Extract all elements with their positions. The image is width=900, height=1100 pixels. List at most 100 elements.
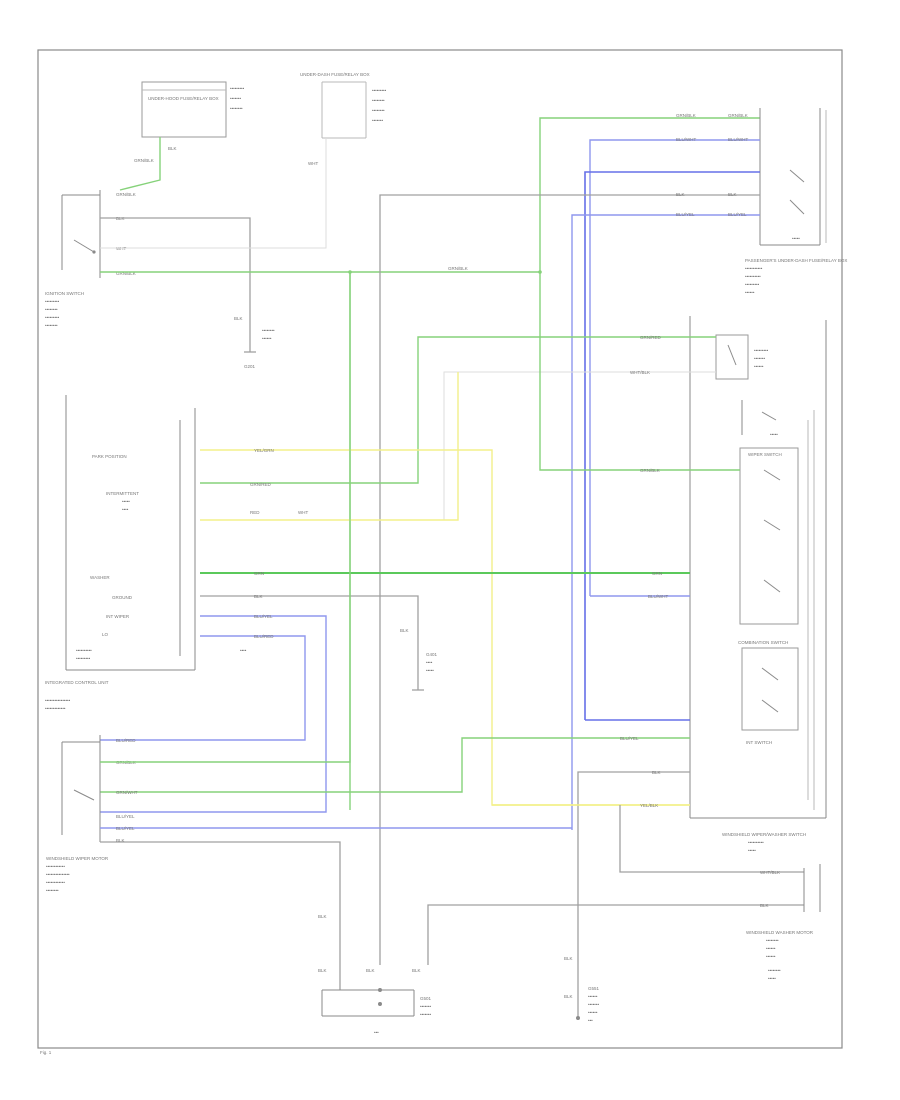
wiper-switch: WIPER SWITCH [739,447,799,625]
svg-text:•••••••••••••••: ••••••••••••••• [46,872,70,877]
cu-pin-ground: GROUND [112,595,133,600]
svg-text:••••••••••: •••••••••• [745,274,761,279]
svg-text:••••••••: •••••••• [766,938,779,943]
washer-switch: ••••• [741,400,778,437]
wire-label-grn-wht-1: GRN/WHT [116,790,138,795]
wire-grn-wht [100,737,690,793]
svg-text:•••••••••: ••••••••• [372,88,387,93]
wire-label-blk-7: BLK [760,903,769,908]
wire-blu-top [589,139,760,596]
wire-label-grn-1: GRN [254,571,264,576]
ground-g401: G401 •••• ••••• [412,652,438,691]
wire-label-blk-5: BLK [254,594,263,599]
wire-blk-ground [100,217,251,340]
wire-label-blu-yel-6: BLU/YEL [116,826,135,831]
svg-text:••••••••: •••••••• [372,108,385,113]
svg-text:••••••: •••••• [588,1010,598,1015]
svg-text:•••••: ••••• [122,499,130,504]
svg-text:•••••••••: ••••••••• [45,299,60,304]
wire-label-wht-blk-1: WHT/BLK [630,370,650,375]
wire-label-yel-blk-1: YEL/BLK [640,803,658,808]
wire-label-grn-red-2: GRN/RED [250,482,272,487]
svg-text:•••: ••• [588,1018,593,1023]
wire-label-blu-yel-1: BLU/YEL [676,212,695,217]
svg-text:••••••••: •••••••• [46,888,59,893]
svg-text:•••••: ••••• [768,976,776,981]
wire-label-blk-13: BLK [564,956,573,961]
svg-text:•••••••: ••••••• [420,1012,431,1017]
wire-blk-wht-right [577,771,690,962]
control-unit-title: INTEGRATED CONTROL UNIT [45,680,109,685]
integrated-control-unit: PARK POSITION INTERMITTENT ••••• •••• WA… [45,395,196,711]
wire-grn-fuse [119,137,161,191]
ground-g551: BLK BLK G551 •••••• ••••••• •••••• ••• [564,956,600,1023]
wire-blk-top [379,194,760,965]
wire-label-blu-wht-1: BLU/WHT [676,137,697,142]
wire-grn-red [200,336,716,484]
wire-label-blk-1: BLK [168,146,177,151]
wire-label-wht-2: WHT [308,161,318,166]
wire-label-blu-wht-3: BLU/WHT [648,594,669,599]
ground-g501-label: G501 [420,996,432,1001]
wire-label-grn-red-1: GRN/RED [640,335,662,340]
svg-text:••••••••: •••••••• [262,328,275,333]
wire-label-grn-blk-3: GRN/BLK [116,271,136,276]
svg-text:••••••••: •••••••• [768,968,781,973]
svg-text:••••••: •••••• [754,364,764,369]
svg-text:•••••••••••: ••••••••••• [745,266,763,271]
figure-id: Fig. 1 [40,1050,52,1055]
svg-text:••••••••••••: •••••••••••• [46,864,65,869]
wire-grn-blk-motor [100,272,351,763]
svg-text:••••••••: •••••••• [230,106,243,111]
cu-pin-park-position: PARK POSITION [92,454,127,459]
svg-text:•••••••: ••••••• [230,96,241,101]
fuse-box-left-label: UNDER-HOOD FUSE/RELAY BOX [148,96,219,101]
wire-label-blk-10: BLK [318,968,327,973]
int-switch: COMBINATION SWITCH INT SWITCH [738,640,799,745]
wire-blu-second [584,171,760,720]
washer-motor-label: WINDSHIELD WASHER MOTOR [746,930,814,935]
wire-label-grn-blk-7: GRN/BLK [640,468,660,473]
svg-text:•••••••••: ••••••••• [76,656,91,661]
wiper-control-label: WINDSHIELD WIPER/WASHER SWITCH [722,832,806,837]
wire-label-blu-yel-2: BLU/YEL [728,212,747,217]
washer-motor: WINDSHIELD WASHER MOTOR •••••••• •••••• … [746,864,821,981]
diagram-frame [37,49,843,1049]
svg-text:••••••••••••••••: •••••••••••••••• [45,698,71,703]
wire-label-blk-12: BLK [412,968,421,973]
svg-text:••••••: •••••• [766,954,776,959]
svg-text:••••••••••: •••••••••• [748,840,764,845]
wire-label-grn-blk-5: GRN/BLK [676,113,696,118]
wire-label-blu-red-2: BLU/RED [116,738,136,743]
wiper-motor-label: WINDSHIELD WIPER MOTOR [46,856,109,861]
wire-label-blk-4: BLK [728,192,737,197]
rear-relay-label: PASSENGER'S UNDER-DASH FUSE/RELAY BOX [745,258,847,263]
svg-text:••••: •••• [426,660,433,665]
rear-relay-box: ••••• PASSENGER'S UNDER-DASH FUSE/RELAY … [745,108,847,295]
svg-text:•••••: ••••• [792,236,800,241]
wire-label-blk-6: BLK [652,770,661,775]
svg-text:•••••••••: ••••••••• [754,348,769,353]
svg-text:•••••••: ••••••• [754,356,765,361]
svg-text:•••••••••: ••••••••• [45,315,60,320]
ground-g551-label: G551 [588,986,600,991]
wire-label-wht-3: WHT [298,510,308,515]
wire-label-blu-yel-4: BLU/YEL [620,736,639,741]
svg-text:••••••••: •••••••• [45,307,58,312]
wire-label-blk-g201: BLK [234,316,243,321]
wire-yel-grn [200,449,690,806]
svg-text:••••••••••••: •••••••••••• [46,880,65,885]
svg-text:•••••: ••••• [748,848,756,853]
svg-text:•••••••••: ••••••••• [745,282,760,287]
cu-pin-intermittent: INTERMITTENT [106,491,139,496]
svg-text:•••: ••• [374,1030,379,1035]
svg-text:•••••••: ••••••• [372,118,383,123]
combo-switch-label: COMBINATION SWITCH [738,640,788,645]
svg-text:••••: •••• [122,507,129,512]
ground-g201-label: G201 [244,364,256,369]
svg-text:••••: •••• [240,648,247,653]
wire-label-blk-11: BLK [366,968,375,973]
wire-label-blk-g401: BLK [400,628,409,633]
wire-label-grn-blk-4: GRN/BLK [448,266,468,271]
